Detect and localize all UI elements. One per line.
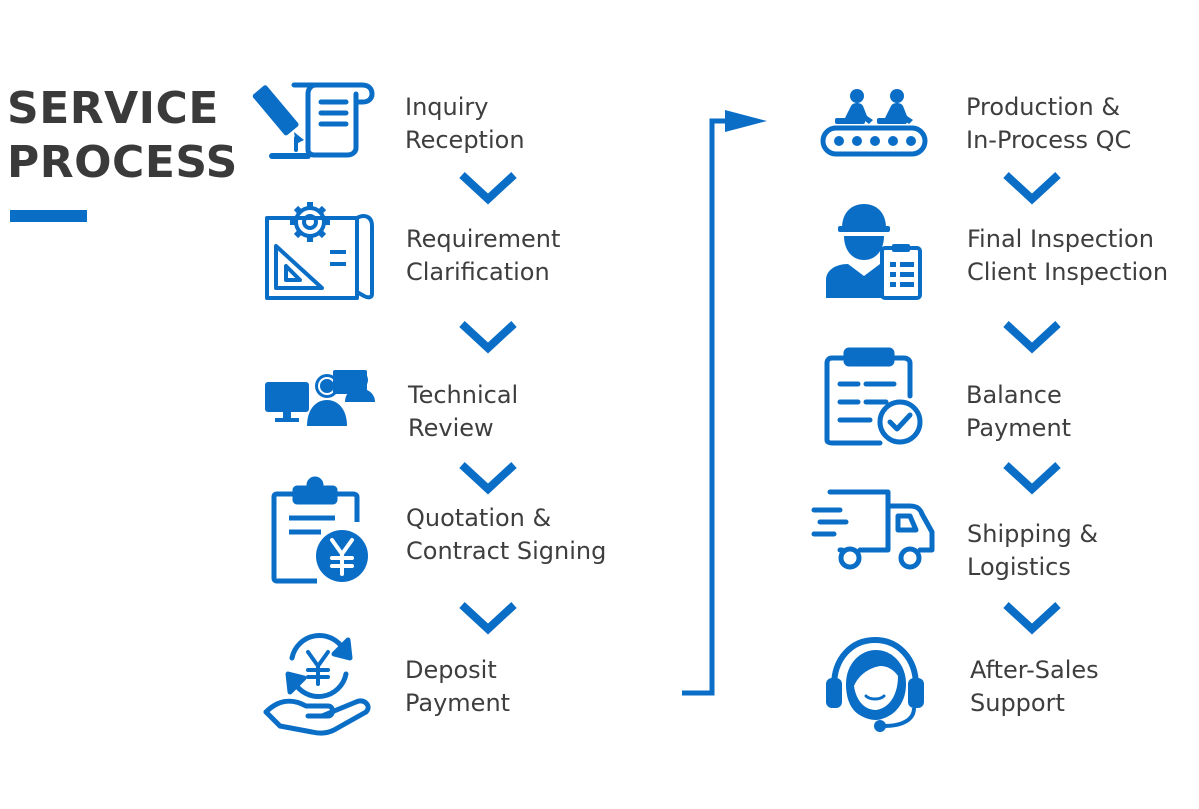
- clipboard-yuan-icon: [271, 476, 368, 584]
- step-label-line-1: Final Inspection: [967, 225, 1154, 253]
- page-title: SERVICE PROCESS: [7, 82, 238, 190]
- step-label-line-1: Requirement: [406, 225, 561, 253]
- step-label-line-1: Technical: [408, 381, 519, 409]
- step-label-line-2: Payment: [966, 414, 1072, 442]
- step-label-line-2: Payment: [405, 689, 511, 717]
- step-label-line-1: Balance: [966, 381, 1062, 409]
- step-final-inspection-client-inspection: Final Inspection Client Inspection: [967, 223, 1168, 289]
- chevron-down-icon: [459, 172, 517, 205]
- contract-scroll-pen-icon: [252, 82, 375, 159]
- step-label-line-1: Shipping &: [967, 520, 1099, 548]
- step-requirement-clarification: Requirement Clarification: [406, 223, 560, 289]
- step-after-sales-support: After-Sales Support: [970, 654, 1099, 720]
- blueprint-gear-icon: [265, 202, 374, 300]
- step-label-line-1: Deposit: [405, 656, 497, 684]
- chevron-down-icon: [459, 602, 517, 635]
- chevron-down-icon: [459, 321, 517, 354]
- title-underline: [10, 210, 87, 222]
- step-label-line-1: After-Sales: [970, 656, 1099, 684]
- step-inquiry-reception: Inquiry Reception: [405, 91, 525, 157]
- chevron-down-icon: [1003, 462, 1061, 495]
- step-label-line-2: Logistics: [967, 553, 1071, 581]
- step-label-line-2: Client Inspection: [967, 258, 1169, 286]
- step-deposit-payment: Deposit Payment: [405, 654, 510, 720]
- delivery-truck-icon: [811, 489, 935, 570]
- title-line-2: PROCESS: [7, 137, 238, 188]
- step-label-line-1: Inquiry: [405, 93, 489, 121]
- step-label-line-2: In-Process QC: [966, 126, 1132, 154]
- step-label-line-2: Contract Signing: [406, 537, 607, 565]
- step-label-line-1: Production &: [966, 93, 1121, 121]
- step-production-in-process-qc: Production & In-Process QC: [966, 91, 1131, 157]
- chevron-down-icon: [1003, 602, 1061, 635]
- step-label-line-2: Review: [408, 414, 494, 442]
- step-label-line-2: Reception: [405, 126, 525, 154]
- step-label-line-2: Clarification: [406, 258, 550, 286]
- clipboard-check-icon: [824, 347, 923, 446]
- chevron-down-icon: [1003, 321, 1061, 354]
- step-quotation-contract-signing: Quotation & Contract Signing: [406, 502, 606, 568]
- step-label-line-1: Quotation &: [406, 504, 552, 532]
- inspector-clipboard-icon: [826, 204, 922, 300]
- hand-yuan-coin-icon: [263, 632, 371, 736]
- step-balance-payment: Balance Payment: [966, 379, 1071, 445]
- title-line-1: SERVICE: [7, 83, 219, 134]
- chevron-down-icon: [459, 462, 517, 495]
- step-label-line-2: Support: [970, 689, 1065, 717]
- headset-support-icon: [826, 636, 924, 732]
- team-computer-meeting-icon: [265, 370, 375, 426]
- step-technical-review: Technical Review: [408, 379, 518, 445]
- workers-conveyor-icon: [820, 89, 928, 157]
- step-shipping-logistics: Shipping & Logistics: [967, 518, 1098, 584]
- chevron-down-icon: [1003, 172, 1061, 205]
